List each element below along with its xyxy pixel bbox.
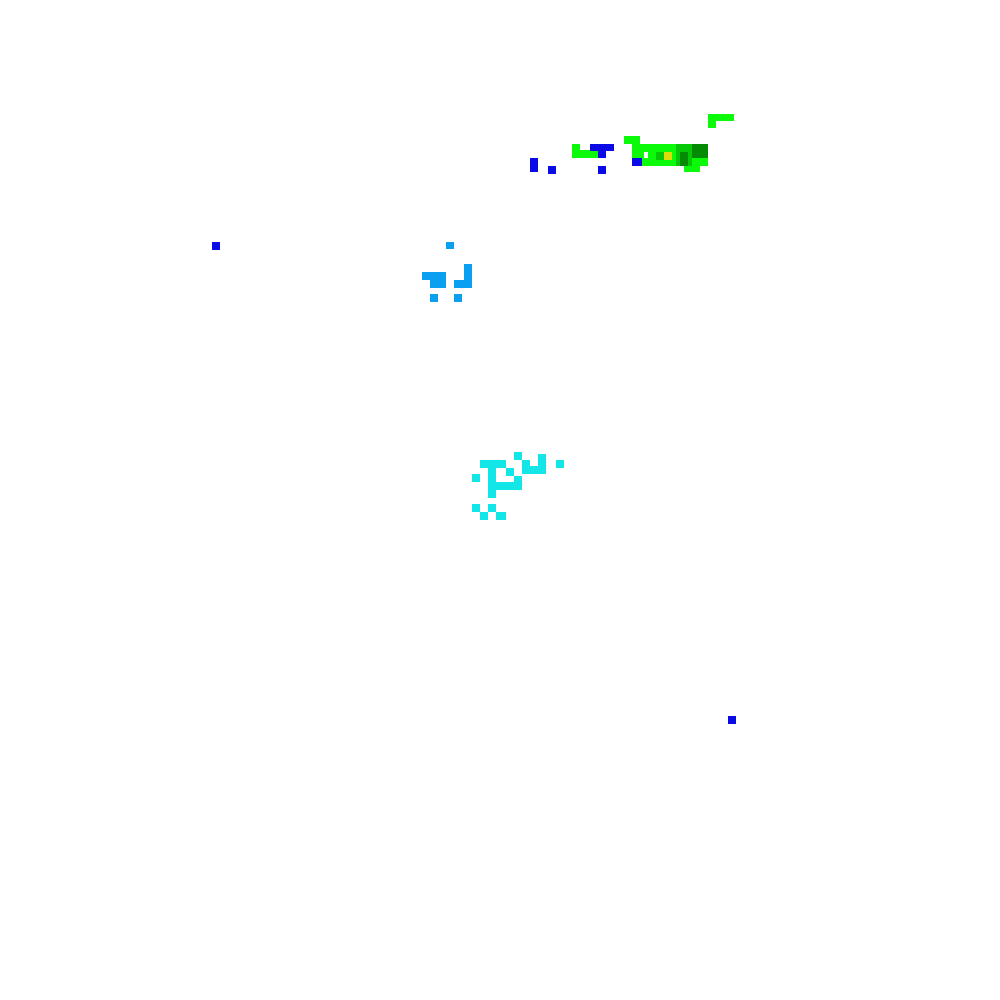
cyan-pixel — [488, 504, 496, 512]
sky-pixel — [430, 294, 438, 302]
sky-pixel — [454, 280, 472, 288]
blue-pixel — [212, 242, 220, 250]
cyan-pixel — [488, 460, 496, 498]
yellow-pixel — [664, 152, 672, 160]
cyan-pixel — [506, 468, 514, 476]
cyan-pixel — [556, 460, 564, 468]
cyan-pixel — [488, 482, 522, 490]
blue-pixel — [530, 158, 538, 172]
blue-pixel — [632, 158, 642, 166]
green-pixel — [708, 114, 734, 121]
blue-pixel — [598, 144, 606, 158]
dark-green-pixel — [680, 152, 688, 166]
dark-green-pixel — [692, 144, 708, 158]
green-pixel — [572, 150, 600, 158]
green-pixel — [632, 152, 644, 160]
mid-green-pixel — [656, 152, 664, 160]
cyan-pixel — [472, 504, 480, 512]
sky-pixel — [454, 294, 462, 302]
cyan-pixel — [480, 512, 488, 520]
blue-pixel — [548, 166, 556, 174]
green-pixel — [684, 164, 700, 172]
cyan-pixel — [538, 454, 546, 474]
sky-pixel — [464, 264, 472, 288]
green-pixel — [640, 158, 708, 166]
cyan-pixel — [522, 466, 546, 474]
green-pixel — [632, 144, 708, 152]
green-pixel — [708, 114, 716, 128]
cyan-pixel — [496, 512, 506, 520]
cyan-pixel — [514, 476, 522, 490]
cyan-pixel — [514, 452, 522, 460]
sky-pixel — [430, 272, 446, 288]
green-pixel — [624, 136, 640, 144]
blue-pixel — [598, 166, 606, 174]
blue-pixel — [728, 716, 736, 724]
cyan-pixel — [472, 474, 480, 482]
sky-pixel — [446, 242, 454, 249]
